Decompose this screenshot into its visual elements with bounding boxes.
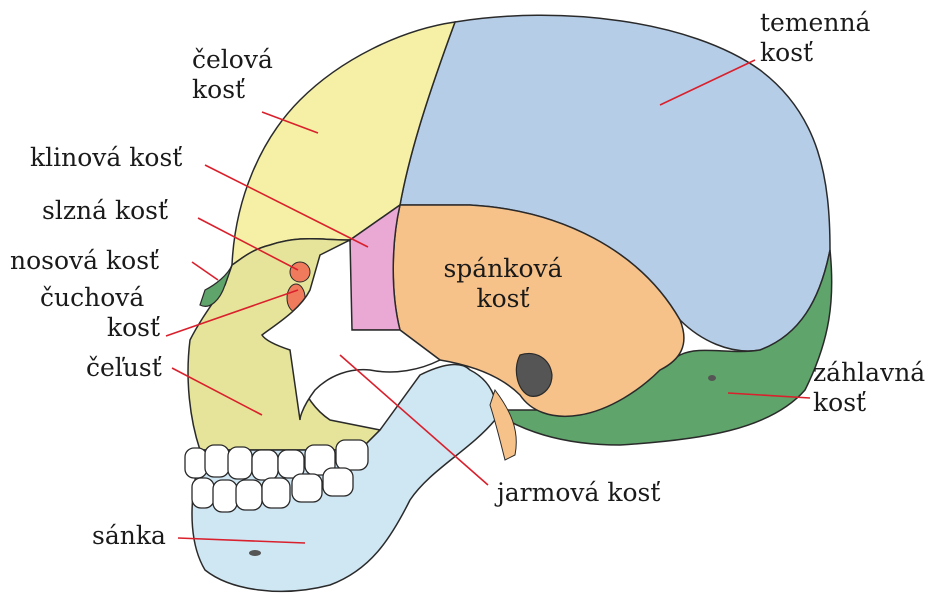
label-jarmova: jarmová kosť — [497, 478, 660, 508]
lacrimal-bone — [290, 262, 310, 282]
mastoid-process — [490, 390, 516, 460]
mental-foramen — [249, 550, 261, 556]
leader-nosova — [192, 262, 218, 280]
label-celust: čeľusť — [86, 353, 162, 383]
label-sanka: sánka — [92, 521, 166, 551]
label-nosova: nosová kosť — [10, 246, 159, 276]
occipital-hole — [708, 375, 716, 381]
label-klinova: klinová kosť — [30, 143, 182, 173]
label-slzna: slzná kosť — [42, 196, 168, 226]
